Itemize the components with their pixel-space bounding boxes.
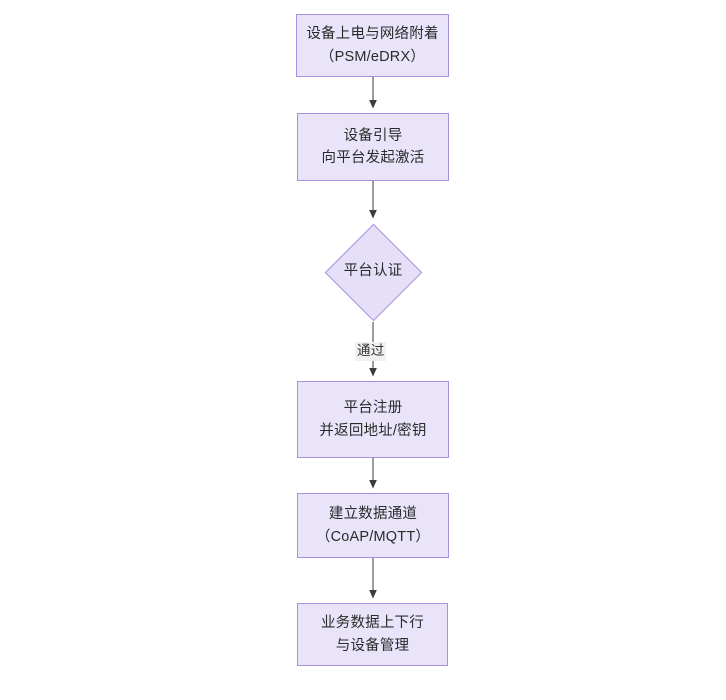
flow-node-line-2: （PSM/eDRX） <box>319 48 426 65</box>
flow-node-line-1: 业务数据上下行 <box>321 615 424 632</box>
flow-node-device-power-on[interactable]: 设备上电与网络附着 （PSM/eDRX） <box>296 14 449 77</box>
flow-node-line-2: （CoAP/MQTT） <box>315 528 431 545</box>
flow-node-line-2: 向平台发起激活 <box>321 150 425 166</box>
flow-node-line-1: 设备引导 <box>343 127 403 144</box>
flow-node-line-2: 并返回地址/密钥 <box>319 422 427 439</box>
flow-node-data-channel[interactable]: 建立数据通道 （CoAP/MQTT） <box>297 493 449 558</box>
flow-node-platform-auth[interactable]: 平台认证 <box>324 223 422 321</box>
flow-node-line-1: 建立数据通道 <box>328 506 418 523</box>
flow-node-platform-register[interactable]: 平台注册 并返回地址/密钥 <box>297 381 449 458</box>
flow-node-device-bootstrap[interactable]: 设备引导 向平台发起激活 <box>297 113 449 181</box>
flow-node-line-1: 平台认证 <box>343 263 403 280</box>
flow-node-line-1: 设备上电与网络附着 <box>306 26 439 43</box>
edge-label-pass: 通过 <box>355 342 387 361</box>
flow-node-business-data[interactable]: 业务数据上下行 与设备管理 <box>297 603 448 666</box>
flow-node-line-1: 平台注册 <box>343 400 403 417</box>
flow-node-line-2: 与设备管理 <box>335 637 410 654</box>
